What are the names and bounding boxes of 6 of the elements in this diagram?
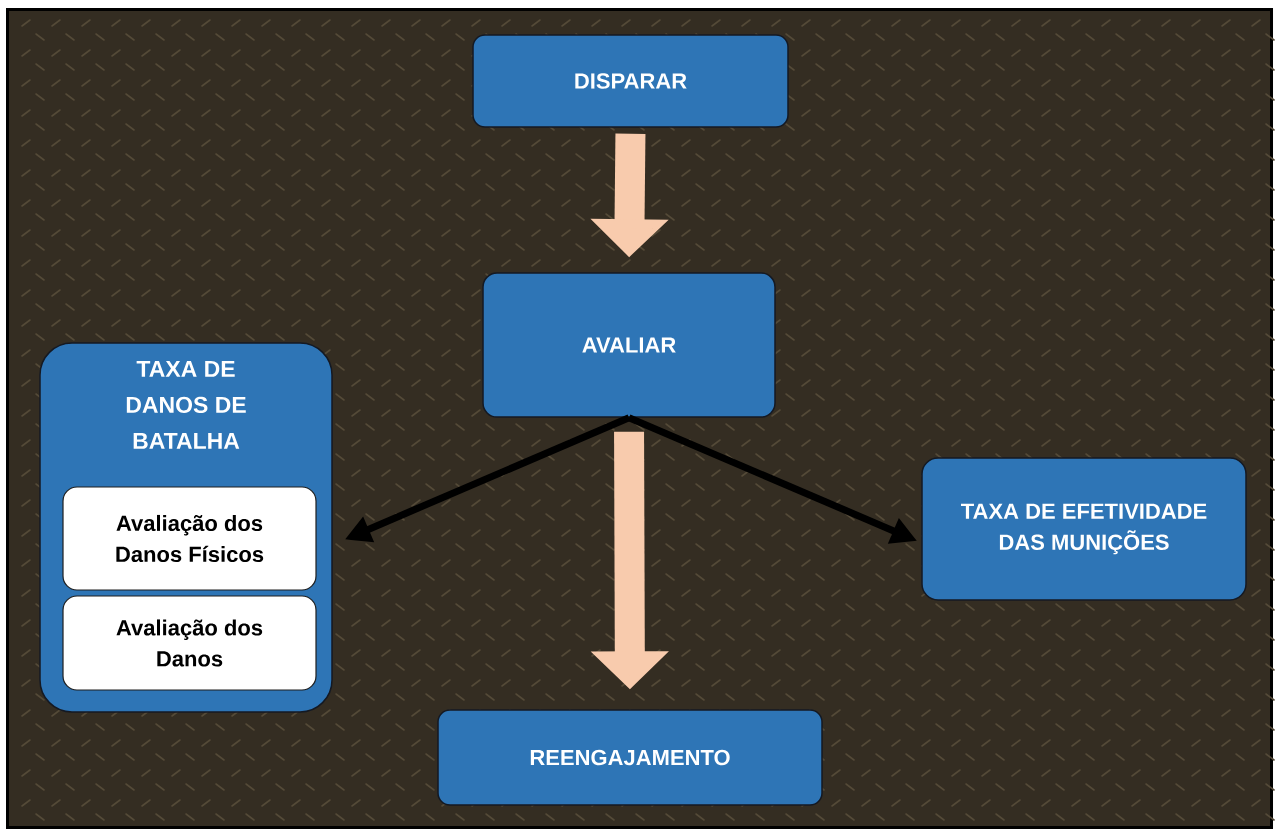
process-box: AVALIAR xyxy=(482,272,776,418)
process-box: TAXA DE EFETIVIDADE DAS MUNIÇÕES xyxy=(921,457,1247,601)
process-box: DISPARAR xyxy=(472,34,789,128)
process-box: REENGAJAMENTO xyxy=(437,709,823,806)
detail-box: Avaliação dos Danos Físicos xyxy=(62,486,317,591)
detail-box: Avaliação dos Danos xyxy=(62,595,317,691)
